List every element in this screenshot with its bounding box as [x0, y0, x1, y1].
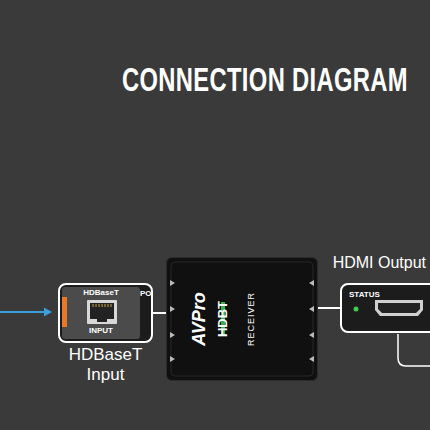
rj45-jack [87, 300, 117, 324]
callout-heading: HDMI Output [333, 253, 426, 272]
connector-line [318, 307, 340, 309]
port-label: INPUT [62, 326, 140, 336]
receiver-device: AVProHDBT RECEIVER [166, 257, 318, 381]
device-label: RECEIVER [246, 292, 257, 346]
port-mark [309, 356, 314, 362]
hdmi-opening [378, 303, 420, 313]
port-label: PO [140, 289, 152, 299]
signal-arrowhead [44, 308, 52, 317]
port-mark [309, 280, 314, 286]
rj45-latch [97, 319, 107, 322]
rotated-label-group: AVProHDBT RECEIVER [167, 258, 317, 380]
rj45-opening [90, 303, 114, 319]
port-label: HDBaseT [62, 288, 140, 298]
port-mark [309, 332, 314, 338]
logo-text: HDBT [215, 301, 231, 337]
port-mark [170, 332, 175, 338]
port-mark [170, 356, 175, 362]
port-mark [170, 306, 175, 312]
diagram-title: CONNECTION DIAGRAM [122, 60, 408, 99]
brand-logo: AVPro [189, 292, 211, 346]
callout-heading: HDBaseT Input [58, 345, 153, 385]
port-panel [62, 287, 140, 339]
rj45-contacts [93, 304, 111, 307]
port-mark [170, 280, 175, 286]
receiver-face [171, 262, 313, 376]
orange-stripe [62, 297, 67, 327]
port-label: STATUS [349, 290, 380, 300]
port-mark [309, 306, 314, 312]
hdmi-cable [398, 334, 430, 366]
input-callout: HDBaseTINPUTPOHDBaseT Input [58, 283, 153, 343]
connector-line [153, 312, 166, 314]
hdmi-port [375, 300, 423, 316]
signal-line [0, 311, 45, 313]
status-led [354, 307, 359, 312]
output-callout: HDMI OutputSTATUS [340, 283, 430, 333]
